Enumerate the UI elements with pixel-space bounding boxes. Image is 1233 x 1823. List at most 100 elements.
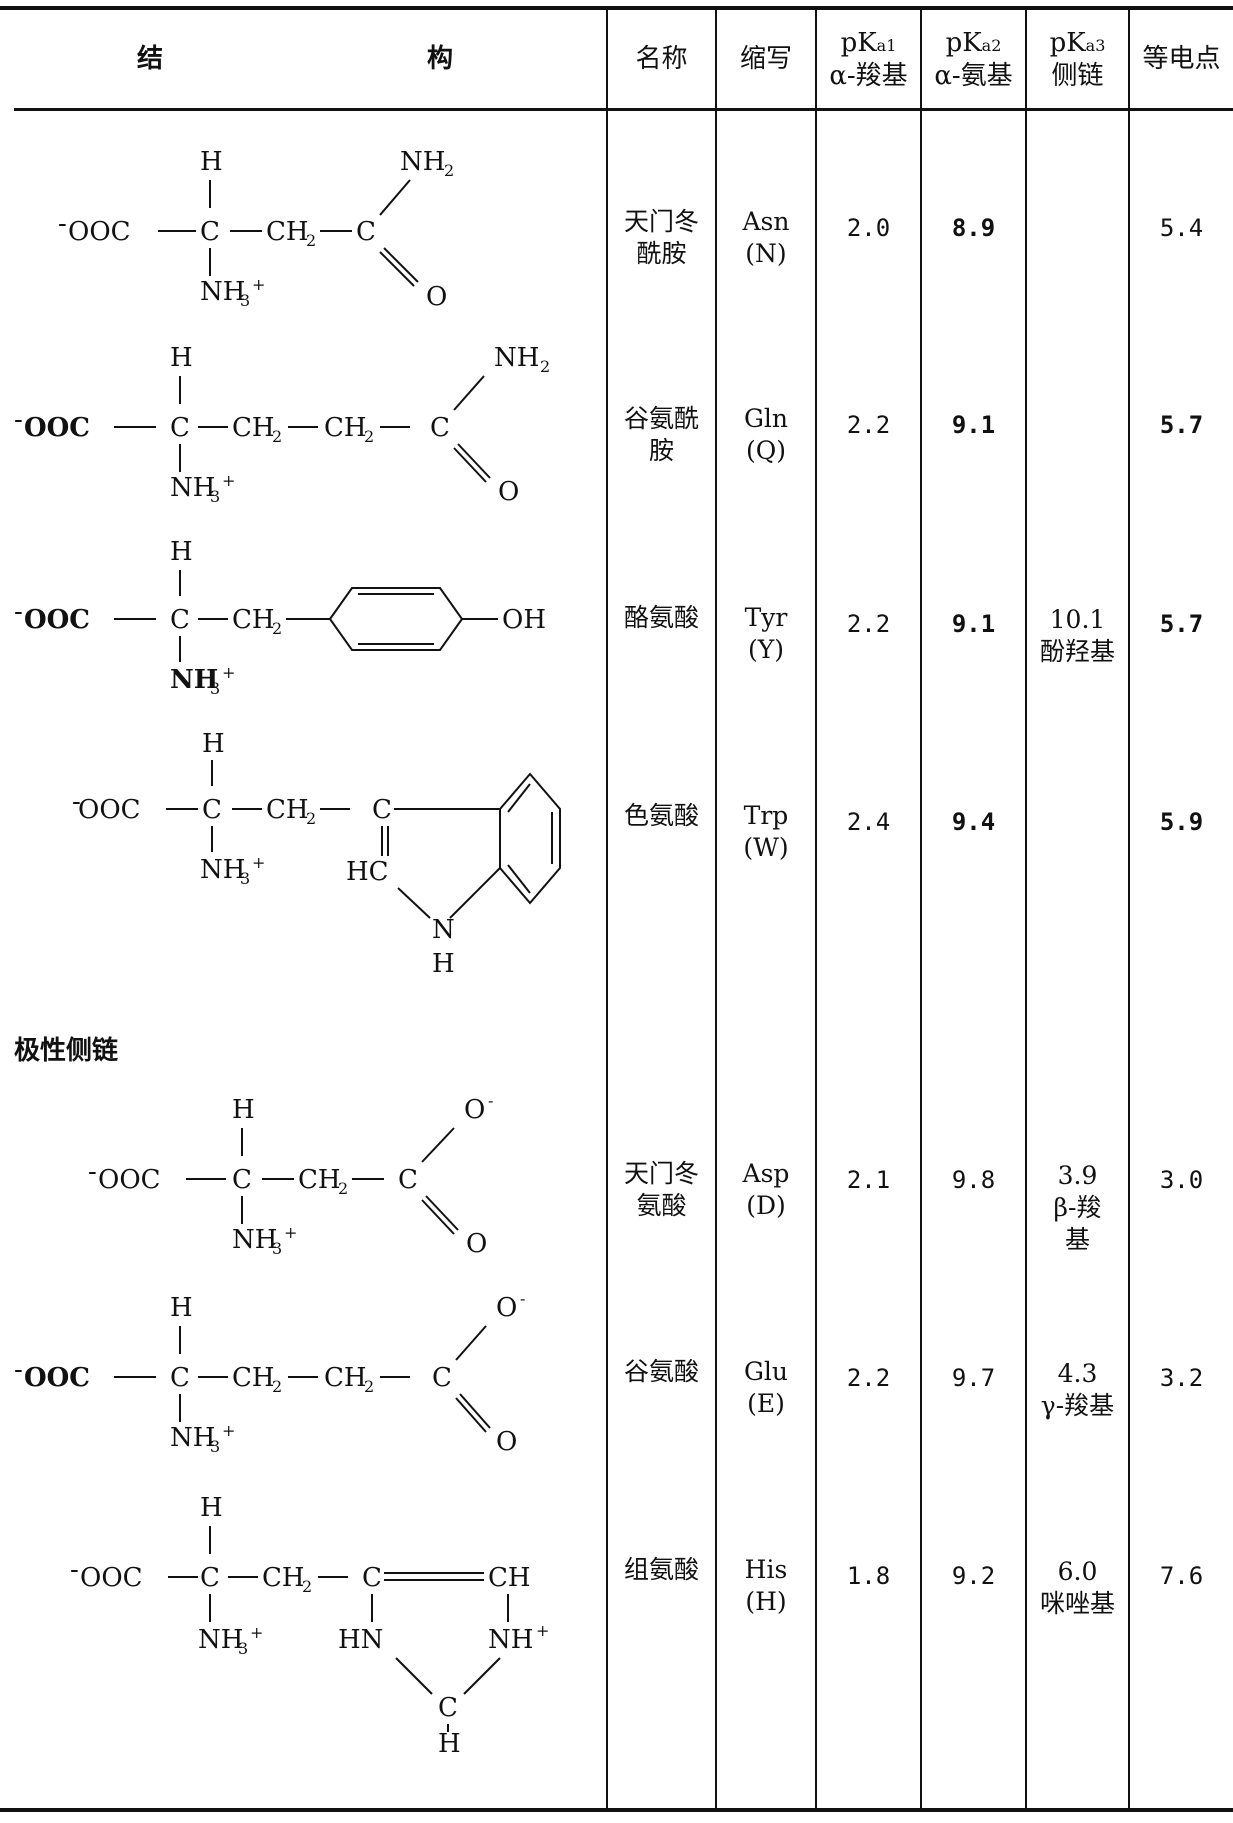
row-glu-abbr: Glu (E): [717, 1356, 815, 1420]
chem-o: O: [496, 1427, 517, 1457]
row-trp-pka1: 2.4: [846, 808, 891, 836]
chem-plus: +: [252, 853, 265, 872]
chem-ooc: OOC: [98, 1165, 161, 1195]
header-structure-left: 结: [136, 44, 163, 74]
chem-h: H: [170, 1293, 193, 1323]
abbr-line1: Asn: [742, 207, 790, 236]
pka3-line2: β-羧: [1053, 1193, 1102, 1222]
chem-minus: -: [14, 1355, 23, 1385]
chem-ooc: OOC: [80, 1563, 143, 1593]
chem-ch2: CH: [266, 795, 309, 825]
chem-plus: +: [222, 663, 235, 682]
row-asn-pi: 5.4: [1159, 214, 1204, 242]
col-divider-pka2: [1025, 10, 1027, 1808]
col-divider-pka3: [1128, 10, 1130, 1808]
header-pka1-sub: a1: [876, 36, 897, 55]
row-tyr-pka1: 2.2: [846, 610, 891, 638]
chem-sub3: 3: [210, 679, 220, 698]
chem-c: C: [432, 1363, 452, 1393]
chem-sub2: 2: [444, 161, 454, 180]
chem-sub2: 2: [306, 231, 316, 250]
chem-h: H: [170, 537, 193, 567]
bottom-rule: [0, 1808, 1233, 1812]
chem-sub3: 3: [210, 487, 220, 506]
row-glu-pka2: 9.7: [951, 1364, 996, 1392]
structure-tyr: - OOC H C NH 3 + CH 2 OH: [14, 537, 546, 698]
structure-asn: - OOC H C NH 3 + CH 2 C NH 2 O: [58, 147, 454, 312]
chem-sub2: 2: [272, 619, 282, 638]
chem-sub2: 2: [272, 427, 282, 446]
chem-o: O: [464, 1095, 485, 1125]
chem-sub2: 2: [338, 1179, 348, 1198]
row-gln-pi: 5.7: [1159, 411, 1204, 439]
header-name: 名称: [635, 44, 688, 74]
header-pka1: pKa1 α-羧基: [817, 28, 920, 91]
abbr-line1: Trp: [743, 801, 789, 830]
name-line1: 色氨酸: [623, 801, 699, 830]
chem-c: C: [438, 1693, 458, 1723]
chem-c: C: [372, 795, 392, 825]
abbr-line1: Glu: [743, 1357, 789, 1386]
chem-sub3: 3: [238, 1639, 248, 1658]
chem-c: C: [202, 795, 222, 825]
chem-sub3: 3: [272, 1239, 282, 1258]
chem-c: C: [170, 605, 190, 635]
pka3-line3: 基: [1064, 1225, 1090, 1254]
row-asp-pka2: 9.8: [951, 1166, 996, 1194]
chem-n: N: [432, 915, 455, 945]
abbr-line2: (W): [743, 833, 789, 862]
chem-c: C: [170, 413, 190, 443]
chem-o: O: [466, 1229, 487, 1259]
row-glu-pi: 3.2: [1159, 1364, 1204, 1392]
chem-h: H: [200, 1493, 223, 1523]
chem-c: C: [170, 1363, 190, 1393]
name-line1: 天门冬: [623, 1159, 699, 1188]
header-structure-right: 构: [426, 44, 453, 74]
chem-sub2: 2: [272, 1377, 282, 1396]
chem-sub2: 2: [306, 809, 316, 828]
col-divider-name: [715, 10, 717, 1808]
structure-gln: - OOC H C NH 3 + CH 2 CH 2 C NH 2 O: [14, 343, 550, 507]
pka3-line1: 10.1: [1049, 605, 1106, 634]
row-asp-name: 天门冬 氨酸: [608, 1158, 715, 1222]
row-glu-name: 谷氨酸: [608, 1356, 715, 1388]
header-pka2-symbol: pK: [945, 28, 982, 58]
chem-nh2: NH: [494, 343, 539, 373]
col-divider-pka1: [920, 10, 922, 1808]
chem-minus: -: [520, 1289, 525, 1308]
abbr-line1: Asp: [742, 1159, 790, 1188]
header-abbr: 缩写: [739, 44, 792, 74]
chem-minus: -: [70, 1555, 79, 1585]
header-pka3-label: 侧链: [1051, 61, 1104, 91]
pka3-line2: 酚羟基: [1039, 637, 1115, 666]
chem-ooc: OOC: [24, 413, 90, 443]
row-trp-pka2: 9.4: [951, 808, 996, 836]
row-asp-pi: 3.0: [1159, 1166, 1204, 1194]
row-his-pka1: 1.8: [846, 1562, 891, 1590]
chem-nh3: NH: [200, 277, 245, 307]
header-pi: 等电点: [1142, 44, 1221, 74]
chem-hc: HC: [346, 857, 389, 887]
col-divider-structure: [606, 10, 608, 1808]
chem-sub3: 3: [240, 869, 250, 888]
chem-c: C: [398, 1165, 418, 1195]
pka3-line2: 咪唑基: [1039, 1589, 1115, 1618]
chem-ooc: OOC: [78, 795, 141, 825]
chem-ch2: CH: [298, 1165, 341, 1195]
row-his-abbr: His (H): [717, 1554, 815, 1618]
top-rule: [0, 6, 1233, 10]
row-trp-name: 色氨酸: [608, 800, 715, 832]
chem-ooc: OOC: [24, 1363, 90, 1393]
chem-sub3: 3: [240, 291, 250, 310]
chem-plus: +: [222, 1421, 235, 1440]
chem-c: C: [200, 1563, 220, 1593]
pka3-line1: 3.9: [1057, 1161, 1098, 1190]
pka3-line1: 6.0: [1057, 1557, 1098, 1586]
row-glu-pka3: 4.3 γ-羧基: [1027, 1358, 1128, 1422]
chem-plus: +: [222, 471, 235, 490]
chem-c: C: [200, 217, 220, 247]
chem-ch2: CH: [266, 217, 309, 247]
row-asn-pka2: 8.9: [951, 214, 996, 242]
chem-plus: +: [252, 275, 265, 294]
name-line1: 天门冬: [623, 207, 699, 236]
